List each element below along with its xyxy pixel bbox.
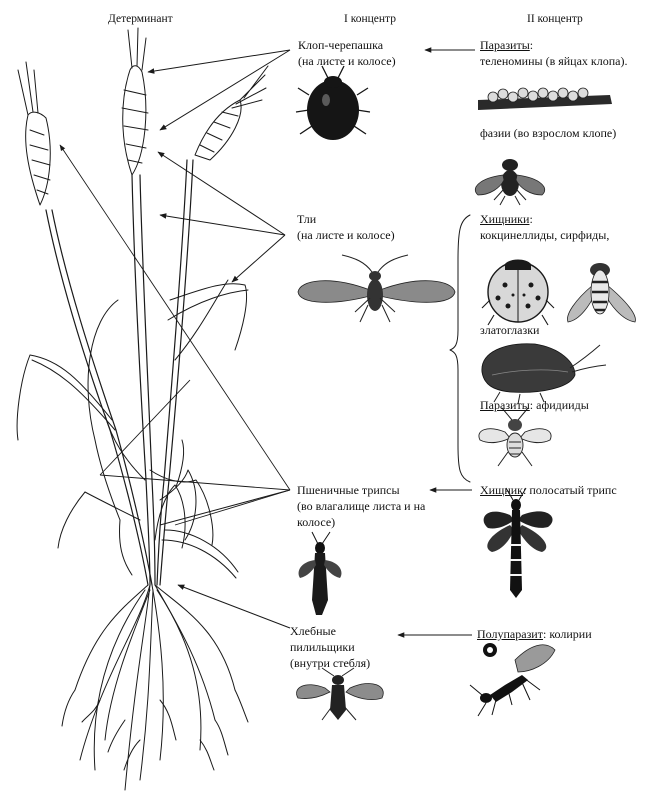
telenomine-item: теленомины (в яйцах клопа). <box>480 54 628 69</box>
bug-parasites-title: Паразиты <box>480 38 530 52</box>
ladybird-icon <box>482 260 554 326</box>
thrips-location-2: колосе) <box>297 515 335 530</box>
banded-thrips-icon <box>484 488 553 598</box>
thrips-predator-rest: : полосатый трипс <box>523 483 617 497</box>
coccinellids-item: кокцинеллиды, сирфиды, <box>480 228 609 243</box>
phasia-item: фазии (во взрослом клопе) <box>480 126 616 141</box>
thrips-predator-title: Хищник <box>480 483 523 497</box>
aphid-predators-heading: Хищники: <box>480 212 533 227</box>
lacewing-icon <box>482 344 606 404</box>
egg-cluster-icon <box>478 88 612 110</box>
bug-name: Клоп-черепашка <box>298 38 383 53</box>
aphidiid-wasp-icon <box>479 408 551 466</box>
lacewings-item: златоглазки <box>480 323 539 338</box>
thrips-location-1: (во влагалище листа и на <box>297 499 425 514</box>
header-determinant: Детерминант <box>108 12 173 27</box>
winged-aphid-icon <box>298 255 455 322</box>
shield-bug-icon <box>296 66 370 140</box>
tachinid-fly-icon <box>475 159 544 205</box>
sawfly-parasite-rest: : колирии <box>543 627 592 641</box>
sawfly-name-1: Хлебные <box>290 624 336 639</box>
sawfly-icon <box>297 668 384 720</box>
aphid-predators-title: Хищники <box>480 212 529 226</box>
aphid-parasites-title: Паразиты <box>480 398 530 412</box>
hoverfly-icon <box>567 263 635 322</box>
aphids-location: (на листе и колосе) <box>297 228 395 243</box>
aphid-parasites-rest: : афидииды <box>530 398 589 412</box>
thrips-predator-line: Хищник: полосатый трипс <box>480 483 617 498</box>
header-concentr-1: I концентр <box>344 12 396 27</box>
sawfly-parasite-title: Полупаразит <box>477 627 543 641</box>
sawfly-name-2: пилильщики <box>290 640 355 655</box>
aphid-predators-colon: : <box>529 212 532 226</box>
wheat-thrips-icon <box>299 532 342 615</box>
thrips-name: Пшеничные трипсы <box>297 483 400 498</box>
sawfly-parasite-line: Полупаразит: колирии <box>477 627 592 642</box>
collyria-wasp-icon <box>470 643 555 716</box>
sawfly-location: (внутри стебля) <box>290 656 370 671</box>
bug-parasites-colon: : <box>530 38 533 52</box>
header-concentr-2: II концентр <box>527 12 583 27</box>
aphids-name: Тли <box>297 212 316 227</box>
aphid-parasites-line: Паразиты: афидииды <box>480 398 589 413</box>
bug-location: (на листе и колосе) <box>298 54 396 69</box>
bug-parasites-heading: Паразиты: <box>480 38 533 53</box>
